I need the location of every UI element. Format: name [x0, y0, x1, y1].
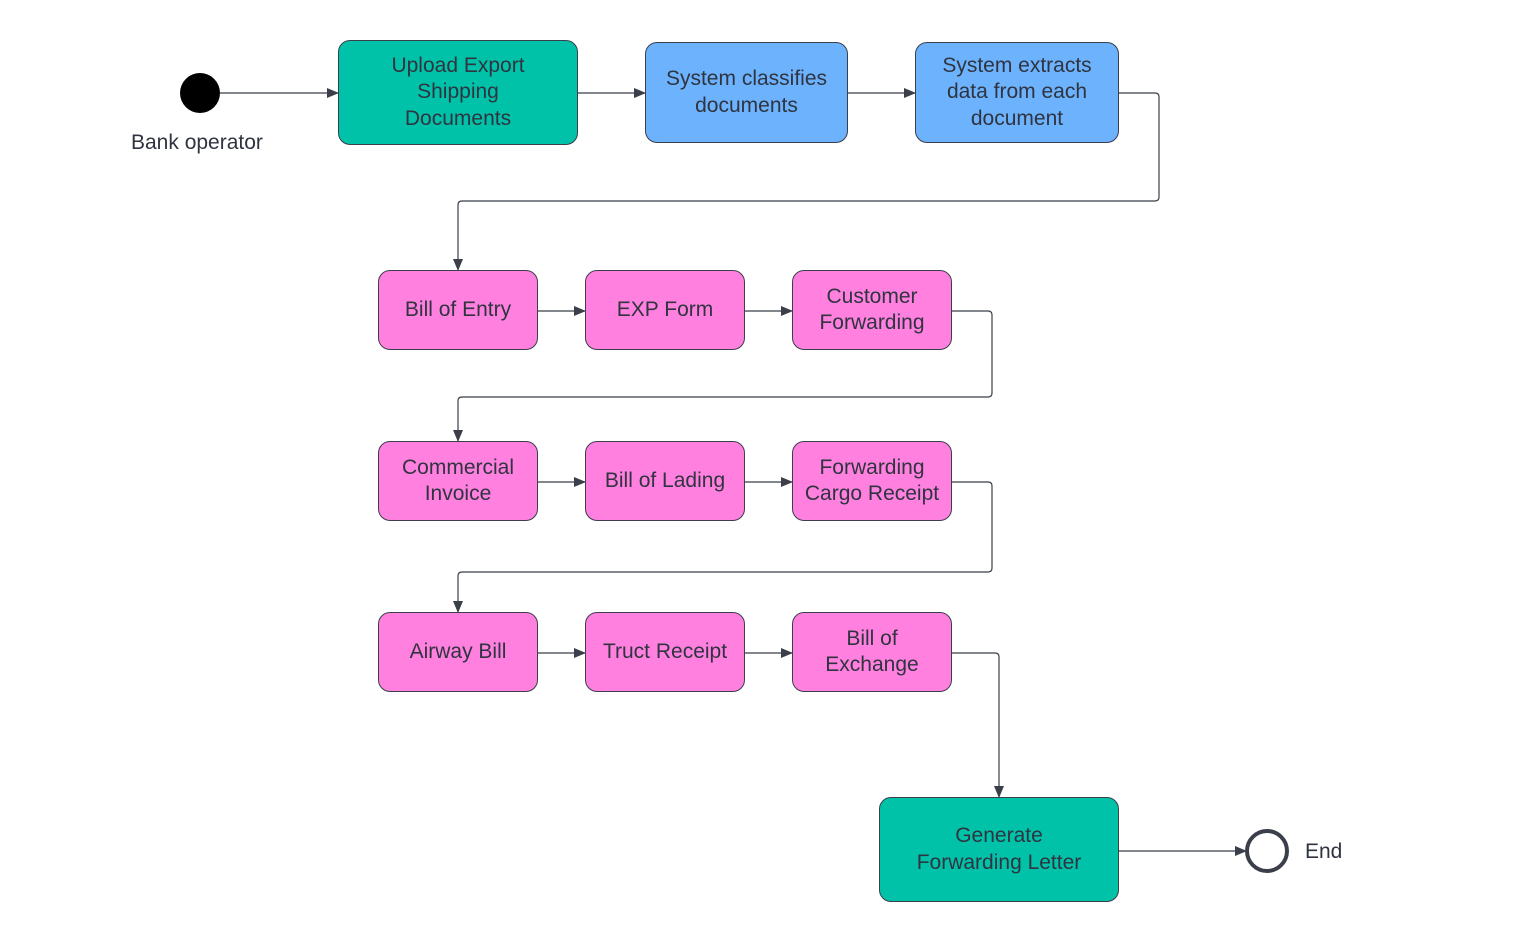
step-system-extracts[interactable]: System extracts data from each document	[915, 42, 1119, 143]
doc-bill-of-entry-label: Bill of Entry	[404, 297, 512, 321]
doc-truct-receipt[interactable]: Truct Receipt	[585, 612, 745, 692]
doc-customer-forwarding-label: Customer Forwarding	[819, 284, 925, 335]
step-system-extracts-label: System extracts data from each document	[942, 53, 1092, 130]
connector-forwarding-cargo-receipt-to-airway-bill	[453, 481, 993, 613]
doc-customer-forwarding[interactable]: Customer Forwarding	[792, 270, 952, 350]
step-generate-forwarding-letter-label: Generate Forwarding Letter	[916, 824, 1082, 874]
doc-forwarding-cargo-receipt-label: Forwarding Cargo Receipt	[804, 455, 940, 506]
start-label: Bank operator	[131, 131, 263, 154]
doc-forwarding-cargo-receipt[interactable]: Forwarding Cargo Receipt	[792, 441, 952, 521]
doc-truct-receipt-label: Truct Receipt	[602, 639, 728, 663]
doc-exp-form[interactable]: EXP Form	[585, 270, 745, 350]
connector-bill-of-exchange-to-generate-letter	[952, 652, 1004, 798]
connector-customer-forwarding-to-commercial-invoice	[453, 310, 993, 442]
step-upload-documents-label: Upload Export Shipping Documents	[391, 53, 525, 130]
doc-bill-of-exchange[interactable]: Bill of Exchange	[792, 612, 952, 692]
step-generate-forwarding-letter[interactable]: Generate Forwarding Letter	[879, 797, 1119, 902]
step-system-classifies-label: System classifies documents	[665, 67, 828, 117]
end-label: End	[1305, 840, 1343, 863]
doc-commercial-invoice-label: Commercial Invoice	[401, 455, 514, 506]
doc-bill-of-exchange-label: Bill of Exchange	[825, 626, 919, 677]
doc-bill-of-entry[interactable]: Bill of Entry	[378, 270, 538, 350]
step-system-classifies[interactable]: System classifies documents	[645, 42, 848, 143]
doc-commercial-invoice[interactable]: Commercial Invoice	[378, 441, 538, 521]
doc-bill-of-lading[interactable]: Bill of Lading	[585, 441, 745, 521]
doc-bill-of-lading-label: Bill of Lading	[604, 468, 726, 492]
doc-airway-bill[interactable]: Airway Bill	[378, 612, 538, 692]
end-node-icon	[1245, 829, 1289, 873]
doc-airway-bill-label: Airway Bill	[409, 639, 507, 663]
connector-extract-to-bill-of-entry	[453, 92, 1160, 271]
step-upload-documents[interactable]: Upload Export Shipping Documents	[338, 40, 578, 145]
doc-exp-form-label: EXP Form	[616, 297, 714, 321]
start-node-icon	[180, 73, 220, 113]
